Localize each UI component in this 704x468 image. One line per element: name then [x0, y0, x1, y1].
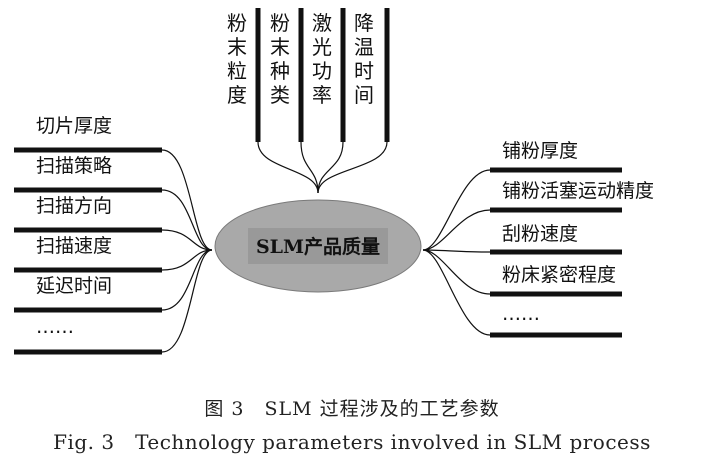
left-branch-label: 延迟时间 [36, 275, 112, 297]
left-branch-label: …… [36, 316, 74, 338]
top-branch-label: 粉末种类 [270, 11, 290, 107]
right-branch-connector [422, 209, 491, 251]
left-branch-connector [161, 149, 213, 251]
left-branch-label: 扫描速度 [36, 235, 112, 257]
figure-caption-english: Fig. 3 Technology parameters involved in… [53, 430, 651, 454]
left-branch-label: 扫描策略 [36, 155, 112, 177]
top-branch-connector [317, 141, 388, 194]
left-branch-label: 扫描方向 [36, 195, 112, 217]
top-branch-connector [317, 141, 344, 194]
right-branch-connector [422, 249, 491, 253]
left-branch-label: 切片厚度 [36, 115, 112, 137]
right-branch-label: 刮粉速度 [502, 223, 578, 245]
top-branch-connector [257, 141, 319, 194]
right-branch-label: 粉床紧密程度 [502, 264, 616, 286]
top-branch-connector [300, 141, 319, 194]
top-branch-label: 激光功率 [312, 11, 332, 107]
right-branch-label: …… [502, 303, 540, 325]
top-branch-label: 降温时间 [354, 11, 374, 107]
left-branch-connector [161, 229, 213, 251]
left-branch-connector [161, 249, 213, 311]
center-label: SLM产品质量 [256, 235, 380, 258]
left-branch-connector [161, 189, 213, 251]
left-branch-connector [161, 249, 213, 353]
right-branch-connector [422, 249, 491, 295]
right-branch-connector [422, 169, 491, 251]
figure-caption-chinese: 图 3 SLM 过程涉及的工艺参数 [204, 398, 500, 420]
top-branch-label: 粉末粒度 [227, 11, 247, 107]
left-branch-connector [161, 249, 213, 271]
right-branch-connector [422, 249, 491, 336]
right-branch-label: 铺粉厚度 [502, 140, 578, 162]
right-branch-label: 铺粉活塞运动精度 [502, 180, 654, 202]
center-label-box [248, 228, 388, 264]
